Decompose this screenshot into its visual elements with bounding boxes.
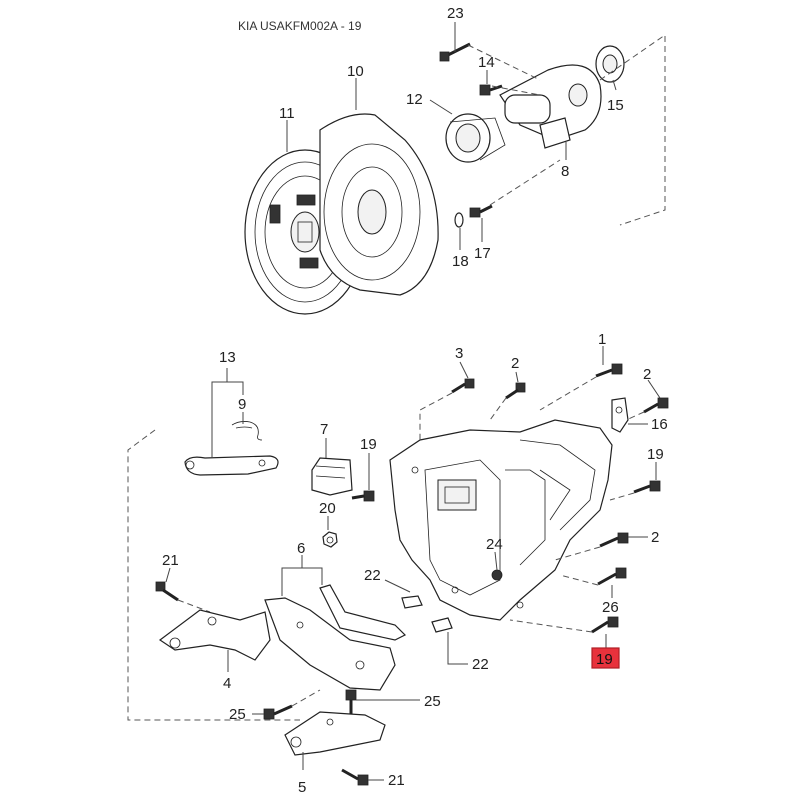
transmission-case	[389, 419, 613, 621]
part-label-2-right: 2	[643, 366, 651, 383]
guide-line	[291, 689, 321, 707]
part-label-21-upper: 21	[162, 552, 179, 569]
part-label-23: 23	[447, 5, 464, 22]
spring-clip-9	[231, 421, 263, 441]
part-label-22-lower: 22	[472, 656, 489, 673]
leader-line	[165, 567, 171, 583]
guide-line	[509, 619, 593, 633]
bolt-3	[451, 378, 475, 394]
part-label-25-left: 25	[229, 706, 246, 723]
part-label-19-highlighted: 19	[596, 651, 613, 668]
diagram-title: KIA USAKFM002A - 19	[238, 19, 362, 33]
bolt-1	[595, 363, 623, 378]
part-label-25-right: 25	[424, 693, 441, 710]
bolt-21-lower	[341, 768, 369, 786]
part-label-1: 1	[598, 331, 606, 348]
part-label-14: 14	[478, 54, 495, 71]
bracket-6	[264, 584, 407, 691]
part-label-22-upper: 22	[364, 567, 381, 584]
guide-line	[539, 376, 597, 411]
bolt-19-highlighted	[591, 616, 619, 634]
leader-line	[429, 99, 453, 115]
pad-22-upper	[401, 595, 423, 609]
guide-line	[609, 492, 635, 501]
bolt-14	[479, 84, 503, 96]
part-label-19-right: 19	[647, 446, 664, 463]
leader-line	[647, 379, 661, 399]
bolt-25-horizontal	[263, 704, 293, 720]
bolt-23	[439, 42, 471, 62]
part-label-17: 17	[474, 245, 491, 262]
part-label-19-left: 19	[360, 436, 377, 453]
leader-line	[447, 632, 468, 665]
bolt-26	[597, 567, 627, 586]
bracket-4	[158, 609, 271, 661]
part-label-18: 18	[452, 253, 469, 270]
bolt-2-lower	[599, 532, 629, 548]
mount-7	[311, 457, 353, 496]
bolt-2-right	[643, 397, 669, 414]
bolt-2-top	[505, 382, 526, 400]
guide-line	[489, 397, 507, 421]
part-label-10: 10	[347, 63, 364, 80]
guide-line	[614, 411, 645, 426]
bracket-16	[611, 397, 629, 433]
leader-line	[211, 381, 244, 458]
nut-20	[322, 531, 338, 548]
pad-22-lower	[431, 617, 453, 633]
bolt-17	[469, 204, 493, 218]
guide-line	[554, 546, 601, 561]
guide-line	[559, 574, 599, 586]
part-label-12: 12	[406, 91, 423, 108]
guide-line	[467, 44, 541, 81]
bolt-19-right	[633, 480, 661, 494]
leader-line	[612, 79, 617, 91]
part-label-2-top: 2	[511, 355, 519, 372]
part-label-2-lower: 2	[651, 529, 659, 546]
highlighted-callout-19[interactable]: 19	[591, 647, 620, 669]
part-label-21-lower: 21	[388, 772, 405, 789]
pressure-plate	[319, 113, 439, 296]
bolt-25-vertical	[345, 689, 357, 716]
bolt-21-upper	[155, 581, 179, 602]
part-label-16: 16	[651, 416, 668, 433]
washer-18	[454, 212, 464, 228]
leader-line	[494, 551, 498, 571]
part-label-5: 5	[298, 779, 306, 796]
leader-line	[515, 371, 519, 383]
part-label-7: 7	[320, 421, 328, 438]
guide-line	[491, 85, 541, 96]
leader-line	[281, 567, 323, 596]
part-label-15: 15	[607, 97, 624, 114]
part-label-6: 6	[297, 540, 305, 557]
bolt-19-left	[351, 490, 375, 502]
part-label-9: 9	[238, 396, 246, 413]
part-label-8: 8	[561, 163, 569, 180]
part-label-3: 3	[455, 345, 463, 362]
leader-line	[459, 361, 469, 379]
bracket-5	[284, 711, 386, 756]
clutch-fork-13	[184, 455, 279, 476]
part-label-24: 24	[486, 536, 503, 553]
guide-line	[177, 599, 211, 613]
seal-15	[595, 45, 625, 83]
part-label-13: 13	[219, 349, 236, 366]
part-label-26: 26	[602, 599, 619, 616]
part-label-20: 20	[319, 500, 336, 517]
leader-line	[384, 579, 411, 593]
part-label-11: 11	[279, 105, 295, 122]
guide-line	[419, 392, 453, 440]
guide-line	[489, 159, 561, 206]
release-bearing	[445, 113, 506, 163]
part-label-4: 4	[223, 675, 231, 692]
release-sleeve-8	[499, 64, 602, 149]
